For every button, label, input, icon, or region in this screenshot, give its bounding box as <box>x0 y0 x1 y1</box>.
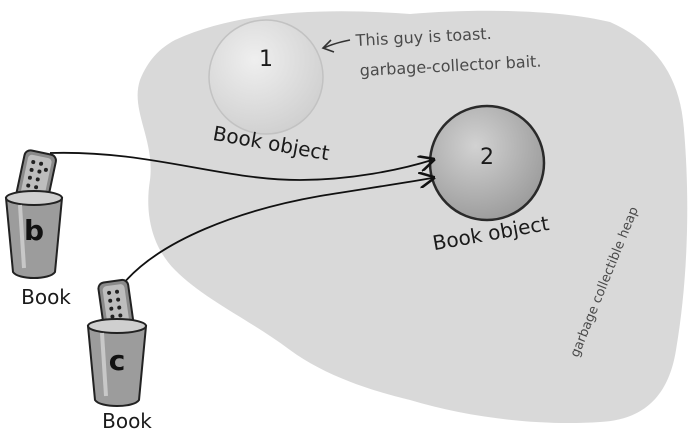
reference-c-var: c <box>109 344 126 377</box>
reference-c-type: Book <box>102 409 152 433</box>
reference-arrow-c <box>122 178 432 285</box>
object-1-number: 1 <box>259 47 273 72</box>
reference-b-var: b <box>24 214 44 247</box>
book-object-2: 2 Book object <box>428 104 551 255</box>
annotation-arrow-icon <box>323 39 351 49</box>
object-2-number: 2 <box>480 145 494 170</box>
cup-icon <box>4 190 64 279</box>
reference-arrow-b <box>49 151 432 181</box>
reference-variable-b: b Book <box>4 149 71 309</box>
cup-icon <box>86 318 148 407</box>
object-1-sphere <box>208 19 324 135</box>
reference-b-type: Book <box>21 285 71 309</box>
reference-variable-c: c Book <box>86 278 152 433</box>
